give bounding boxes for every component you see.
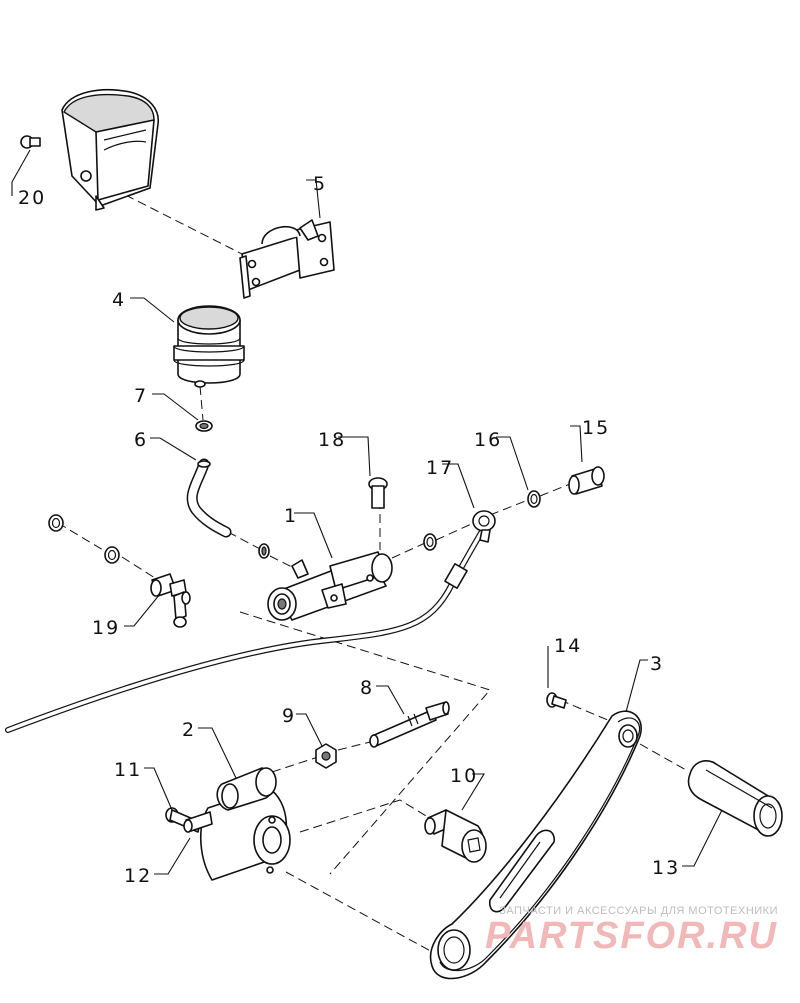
- watermark-logo: PARTSFOR.RU: [485, 915, 778, 957]
- callout-10: 10: [450, 765, 478, 787]
- callout-12: 12: [124, 865, 152, 887]
- hydraulic-line: [5, 525, 487, 733]
- callout-19: 19: [92, 617, 120, 639]
- bracket-part-5: [239, 219, 335, 299]
- pedal-lever-part-3: [429, 710, 642, 980]
- callout-9: 9: [282, 705, 296, 727]
- clamp-part-7: [195, 420, 213, 432]
- reservoir-cover: [61, 88, 159, 211]
- watermark: ЗАПЧАСТИ И АКСЕССУАРЫ ДЛЯ МОТОТЕХНИКИ PA…: [485, 905, 778, 955]
- hose-part-6: [186, 458, 232, 538]
- callout-2: 2: [182, 719, 196, 741]
- watermark-tagline: ЗАПЧАСТИ И АКСЕССУАРЫ ДЛЯ МОТОТЕХНИКИ: [499, 905, 778, 917]
- callout-16: 16: [474, 429, 502, 451]
- callout-7: 7: [134, 385, 148, 407]
- push-rod-part-8: [369, 701, 450, 748]
- pin-part-12: [183, 811, 213, 833]
- washers: [48, 490, 541, 564]
- bleeder-part-19: [150, 573, 191, 628]
- reservoir-part-4: [173, 305, 245, 388]
- pivot-bolt-part-10: [424, 809, 487, 863]
- callout-3: 3: [650, 653, 664, 675]
- circlip: [258, 543, 270, 559]
- callout-18: 18: [318, 429, 346, 451]
- callout-11: 11: [114, 759, 142, 781]
- leader-lines: [11, 149, 723, 875]
- screw-part-14: [546, 692, 567, 709]
- bolt-part-18: [368, 477, 388, 509]
- screw-part-20: [20, 135, 41, 149]
- callout-5: 5: [313, 173, 327, 195]
- callout-20: 20: [18, 187, 46, 209]
- callout-4: 4: [112, 289, 126, 311]
- nut-part-9: [315, 743, 337, 769]
- callout-17: 17: [426, 457, 454, 479]
- callout-6: 6: [134, 429, 148, 451]
- callout-13: 13: [652, 857, 680, 879]
- clevis-part-2: [199, 767, 291, 881]
- callout-1: 1: [284, 505, 298, 527]
- banjo-bolt-part-15: [568, 466, 605, 495]
- master-cylinder-part-1: [267, 551, 393, 621]
- callout-numbers: 20 5 4 7 6 1 18 17 16 15 19 8 9 2 11 12 …: [18, 173, 680, 887]
- footpeg-part-13: [687, 760, 783, 837]
- banjo-fitting-part-17: [472, 510, 496, 543]
- callout-15: 15: [582, 417, 610, 439]
- callout-8: 8: [360, 677, 374, 699]
- callout-14: 14: [554, 635, 582, 657]
